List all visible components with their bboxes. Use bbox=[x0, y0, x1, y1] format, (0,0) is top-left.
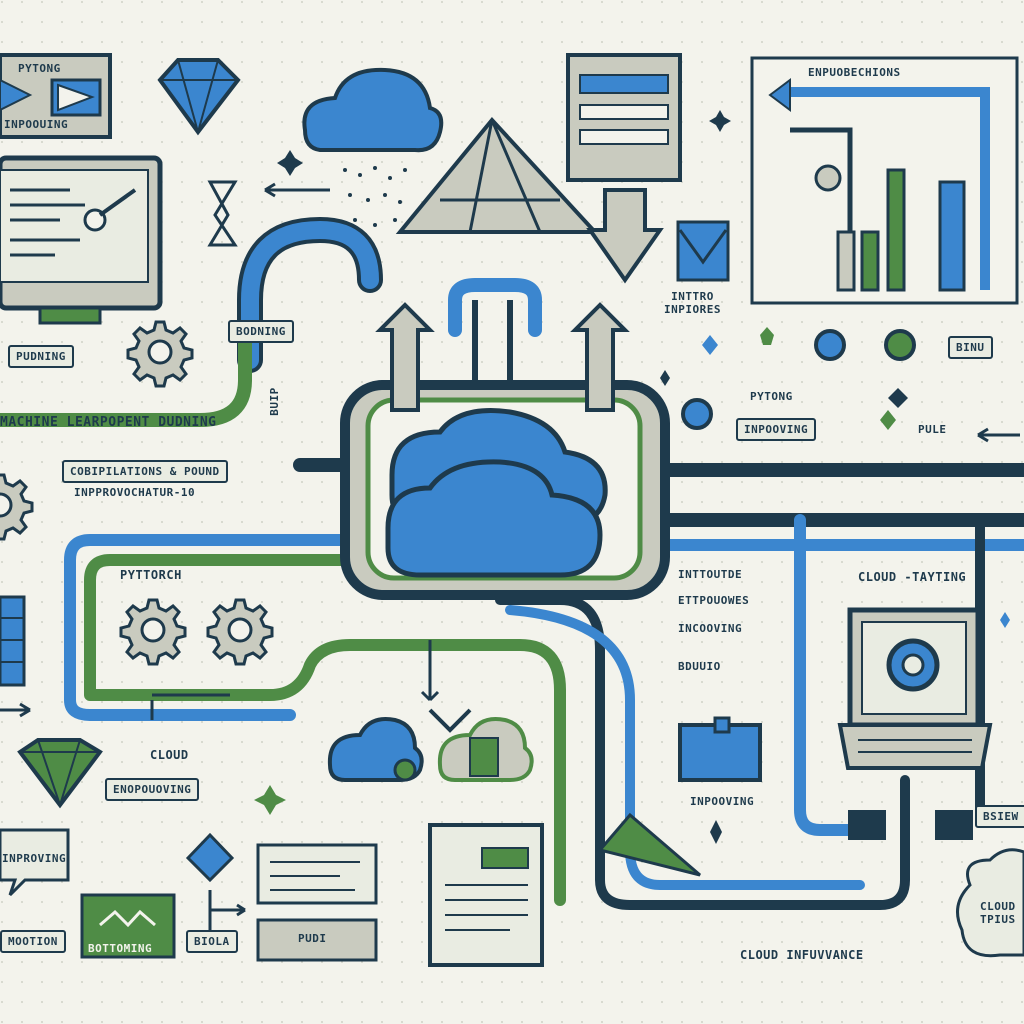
label-improving-bottom: INPOOVING bbox=[690, 795, 755, 808]
label-list-3: INCOOVING bbox=[678, 622, 743, 635]
hourglass-icon bbox=[207, 180, 238, 247]
label-bsiew: BSIEW bbox=[975, 805, 1024, 828]
status-dot-blue-2 bbox=[681, 398, 713, 430]
label-improvechatur: INPPROVOCHATUR-10 bbox=[74, 486, 196, 499]
paper-plane-icon bbox=[597, 812, 701, 877]
label-cloud-invevance: CLOUD INFUVVANCE bbox=[740, 948, 864, 962]
label-compilations: COBIPILATIONS & POUND bbox=[62, 460, 228, 483]
gear-icon-3 bbox=[119, 598, 187, 666]
label-biola: BIOLA bbox=[186, 930, 238, 953]
label-list-2: ETTPOUOWES bbox=[678, 594, 750, 607]
gear-icon-4 bbox=[206, 598, 274, 666]
label-pytorch: PYTTORCH bbox=[120, 568, 182, 582]
label-machine-development: MACHINE LEARPOPENT DUDNING bbox=[0, 415, 217, 430]
document-icon-1 bbox=[256, 843, 378, 962]
label-bodning: BODNING bbox=[228, 320, 294, 343]
label-improving-mid: INPOOVING bbox=[736, 418, 817, 441]
speech-bubble-right bbox=[956, 848, 1024, 958]
label-binu: BINU bbox=[948, 336, 993, 359]
document-icon-2 bbox=[428, 823, 544, 967]
label-pule: PULE bbox=[918, 423, 947, 436]
speech-bubble-left bbox=[0, 828, 70, 897]
label-improving-top: INPOOUING bbox=[4, 118, 69, 131]
laptop-icon bbox=[837, 607, 993, 770]
list-icon-left bbox=[0, 595, 26, 687]
cloud-icon-top bbox=[302, 67, 444, 227]
status-dot-green bbox=[884, 329, 916, 361]
label-list-1: INTTOUTDE bbox=[678, 568, 743, 581]
label-cloud-tayting: CLOUD -TAYTING bbox=[858, 570, 967, 584]
label-enpopovuting: ENOPOUOVING bbox=[105, 778, 200, 801]
label-pudning: PUDNING bbox=[8, 345, 74, 368]
label-pytong-top: PYTONG bbox=[18, 62, 61, 75]
central-cloud-hub bbox=[340, 300, 670, 600]
label-buip: BUIP bbox=[267, 387, 281, 416]
label-improving-left: INPROVING bbox=[2, 852, 67, 865]
monitor-icon bbox=[0, 155, 163, 325]
label-pytong-mid: PYTONG bbox=[750, 390, 793, 403]
diamond-small bbox=[185, 832, 235, 883]
bar-chart-icon bbox=[750, 56, 1019, 305]
pipe-network bbox=[0, 217, 1024, 910]
connector-left bbox=[848, 810, 886, 840]
diamond-icon-bottom bbox=[17, 738, 103, 809]
diamond-icon-top bbox=[157, 58, 241, 136]
label-bottoming: BOTTOMING bbox=[88, 942, 153, 955]
label-cloud-tpius: CLOUD TPIUS bbox=[980, 900, 1016, 926]
label-pudi: PUDI bbox=[298, 932, 327, 945]
puzzle-icon bbox=[678, 716, 762, 782]
label-intro-improves: INTTRO INPIORES bbox=[664, 290, 721, 316]
connector-right bbox=[935, 810, 973, 840]
mail-icon bbox=[676, 220, 730, 282]
cloud-pair-icon bbox=[327, 717, 534, 782]
gear-icon-1 bbox=[126, 320, 194, 388]
status-dot-blue bbox=[814, 329, 846, 361]
server-icon bbox=[566, 53, 682, 284]
label-cloud-left: CLOUD bbox=[150, 748, 189, 762]
label-list-4: BDUUIO bbox=[678, 660, 721, 673]
sparkle-icons bbox=[254, 110, 1010, 844]
tent-icon bbox=[395, 116, 600, 234]
pytong-panel bbox=[0, 53, 112, 139]
mountains-box bbox=[80, 893, 176, 959]
label-mootion: MOOTION bbox=[0, 930, 66, 953]
label-enpuobechions: ENPUOBECHIONS bbox=[808, 66, 901, 79]
